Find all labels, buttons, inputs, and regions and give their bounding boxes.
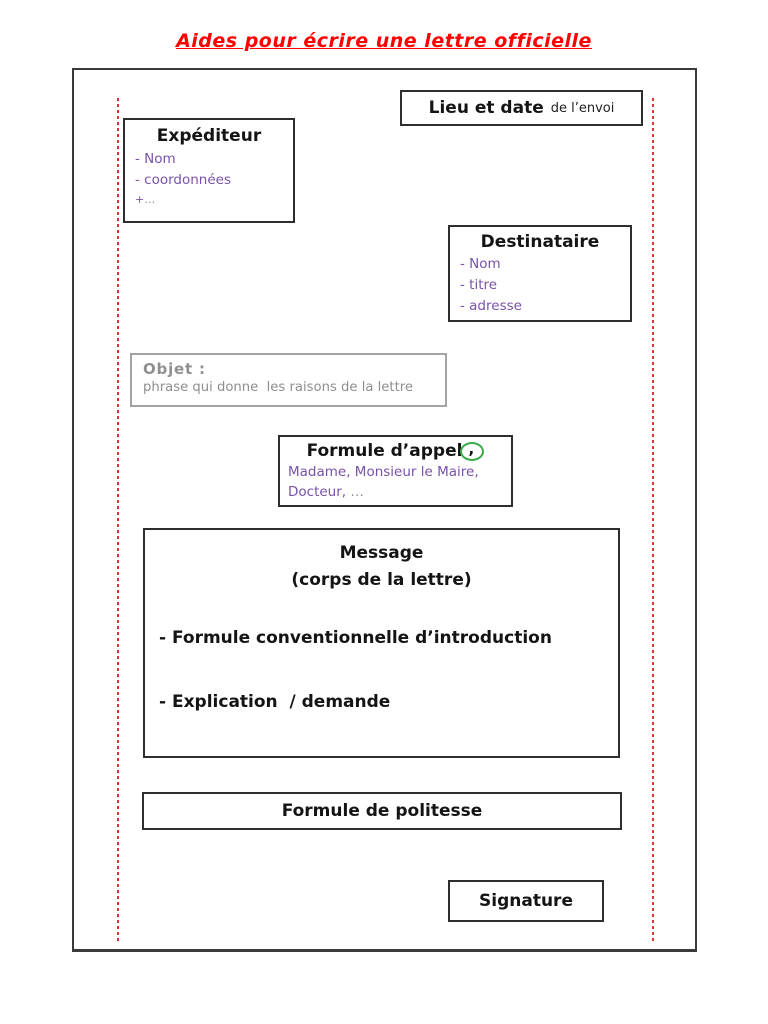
- destinataire-item-nom: - Nom: [460, 256, 501, 272]
- message-subtitle: (corps de la lettre): [291, 570, 472, 591]
- appel-line2-text: Docteur,: [288, 484, 351, 501]
- plus-ellipsis: …: [144, 192, 156, 206]
- expediteur-item-plus: +…: [125, 191, 293, 210]
- message-title: Message: [339, 543, 424, 563]
- plus-sign: +: [135, 192, 145, 206]
- appel-example-line1: Madame, Monsieur le Maire,: [288, 464, 479, 480]
- appel-example-line2: Docteur, …: [288, 482, 511, 502]
- lieu-date-label: Lieu et date: [428, 98, 544, 118]
- destinataire-box: Destinataire - Nom - titre - adresse: [448, 225, 632, 322]
- lieu-date-suffix: de l’envoi: [550, 100, 615, 116]
- expediteur-title: Expéditeur: [156, 126, 262, 146]
- circled-comma-icon: ,: [460, 440, 485, 461]
- destinataire-item-titre: - titre: [460, 276, 498, 293]
- signature-label: Signature: [479, 891, 573, 911]
- formule-appel-examples: Madame, Monsieur le Maire, Docteur, …: [280, 462, 511, 503]
- lieu-date-box: Lieu et date de l’envoi: [400, 90, 643, 126]
- politesse-label: Formule de politesse: [281, 801, 483, 821]
- expediteur-box: Expéditeur - Nom - coordonnées +…: [123, 118, 295, 223]
- margin-guide-left: [117, 98, 119, 944]
- signature-box: Signature: [448, 880, 604, 922]
- politesse-box: Formule de politesse: [142, 792, 622, 830]
- formule-appel-title: Formule d’appel: [306, 441, 463, 461]
- destinataire-title: Destinataire: [480, 232, 600, 252]
- expediteur-item-nom: - Nom: [135, 151, 176, 167]
- objet-description: phrase qui donne les raisons de la lettr…: [143, 380, 413, 395]
- destinataire-item-adresse: - adresse: [460, 297, 522, 314]
- message-box: Message (corps de la lettre) - Formule c…: [143, 528, 620, 758]
- message-item-explication: - Explication / demande: [159, 692, 391, 713]
- circled-comma-glyph: ,: [468, 440, 475, 458]
- appel-line2-ellipsis: …: [350, 484, 364, 501]
- message-item-introduction: - Formule conventionnelle d’introduction: [159, 628, 552, 649]
- objet-box: Objet : phrase qui donne les raisons de …: [130, 353, 447, 407]
- expediteur-item-coordonnees: - coordonnées: [135, 171, 232, 188]
- letter-page-frame: Lieu et date de l’envoi Expéditeur - Nom…: [72, 68, 697, 952]
- margin-guide-right: [652, 98, 654, 944]
- objet-label: Objet :: [143, 360, 206, 378]
- formule-appel-title-row: Formule d’appel,: [280, 440, 511, 461]
- formule-appel-box: Formule d’appel, Madame, Monsieur le Mai…: [278, 435, 513, 507]
- page-title: Aides pour écrire une lettre officielle: [176, 30, 592, 52]
